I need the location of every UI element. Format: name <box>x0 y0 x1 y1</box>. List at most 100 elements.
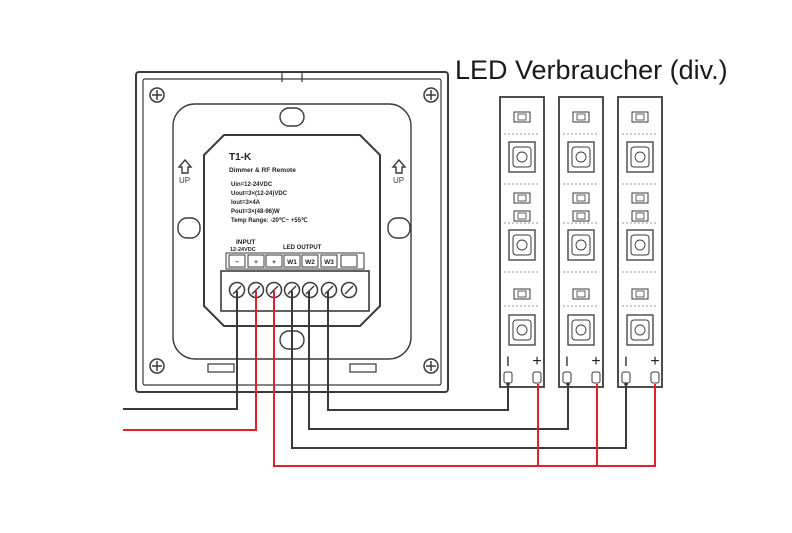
led-chip-icon <box>626 314 654 346</box>
strip-body <box>617 96 663 388</box>
wire-w1 <box>327 291 509 411</box>
up-label: UP <box>393 176 404 185</box>
corner-screw <box>423 87 439 103</box>
resistor-core <box>635 113 645 121</box>
resistor-icon <box>572 210 590 222</box>
resistor-core <box>635 194 645 202</box>
resistor-icon <box>572 192 590 204</box>
input-label: INPUT <box>236 239 256 246</box>
terminal-label: + <box>254 259 258 266</box>
resistor-core <box>576 212 586 220</box>
panel-top-tab <box>207 72 377 373</box>
led-chip-icon <box>567 141 595 173</box>
resistor-core <box>576 194 586 202</box>
mounting-slot-top <box>279 107 305 127</box>
led-chip-dot <box>516 151 528 163</box>
terminal-label-box <box>265 254 283 268</box>
strip-plus-label: + <box>650 353 659 370</box>
led-consumers-heading: LED Verbraucher (div.) <box>455 55 728 85</box>
terminal-label-row <box>225 252 365 270</box>
led-chip-dot <box>634 239 646 251</box>
terminal-screw-slot <box>251 285 261 295</box>
led-chip-icon <box>626 141 654 173</box>
spec-line: Iout=3×4A <box>231 200 261 206</box>
up-label: UP <box>179 176 190 185</box>
resistor-icon <box>631 111 649 123</box>
led-chip-icon <box>508 229 536 261</box>
led-chip-lens <box>571 234 591 256</box>
strip-body <box>558 96 604 388</box>
terminal-block <box>220 270 370 312</box>
terminal-screw-slot <box>287 285 297 295</box>
strip-body <box>499 96 545 388</box>
resistor-core <box>635 212 645 220</box>
led-chip-dot <box>575 151 587 163</box>
mounting-slot-left <box>177 217 201 239</box>
led-output-label: LED OUTPUT <box>283 245 322 251</box>
led-strips: I+I+I+ <box>499 96 663 388</box>
terminal-label-box <box>228 254 246 268</box>
terminal-label: W2 <box>305 259 315 266</box>
module-model: T1-K <box>229 152 252 163</box>
resistor-core <box>635 290 645 298</box>
terminal-label-box <box>340 254 358 268</box>
mounting-slot-right <box>387 217 411 239</box>
spec-line: Temp Range: -20℃~ +55℃ <box>231 217 308 224</box>
led-chip-dot <box>575 324 587 336</box>
led-chip-icon <box>508 314 536 346</box>
led-chip-icon <box>508 141 536 173</box>
solder-pad <box>532 371 542 384</box>
terminal-label: W3 <box>324 259 334 266</box>
led-chip-lens <box>630 319 650 341</box>
led-chip-lens <box>571 319 591 341</box>
spec-line: Pout=3×(48-96)W <box>231 209 280 215</box>
resistor-core <box>517 113 527 121</box>
wires-red <box>123 291 656 467</box>
resistor-core <box>576 113 586 121</box>
led-strip: I+ <box>499 96 545 388</box>
strip-minus-label: I <box>624 353 628 369</box>
resistor-core <box>576 290 586 298</box>
led-strip: I+ <box>617 96 663 388</box>
resistor-icon <box>513 192 531 204</box>
terminal-label-box <box>301 254 319 268</box>
terminal-label-box <box>283 254 301 268</box>
spec-line: Uin=12-24VDC <box>231 182 273 188</box>
strip-minus-label: I <box>565 353 569 369</box>
controller-module <box>203 134 381 327</box>
resistor-icon <box>513 210 531 222</box>
up-arrow-icon <box>177 158 193 174</box>
led-strip: I+ <box>558 96 604 388</box>
strip-plus-label: + <box>532 353 541 370</box>
corner-screw <box>149 358 165 374</box>
led-chip-lens <box>512 234 532 256</box>
led-chip-dot <box>634 324 646 336</box>
terminal-label: + <box>272 259 276 266</box>
resistor-icon <box>631 210 649 222</box>
wire-junctions <box>506 382 628 386</box>
resistor-core <box>517 290 527 298</box>
wire-w3 <box>291 291 627 449</box>
spec-line: Uout=3×(12-24)VDC <box>231 191 288 197</box>
terminal-screw-slot <box>232 285 242 295</box>
led-chip-dot <box>516 324 528 336</box>
led-chip-icon <box>567 314 595 346</box>
terminal-label-box <box>247 254 265 268</box>
terminal-label-box <box>320 254 338 268</box>
up-arrow-icon <box>391 158 407 174</box>
resistor-icon <box>631 192 649 204</box>
solder-pad <box>591 371 601 384</box>
resistor-icon <box>513 111 531 123</box>
led-chip-lens <box>630 146 650 168</box>
terminal-screw-slot <box>305 285 315 295</box>
terminal-screw-slot <box>324 285 334 295</box>
led-chip-dot <box>634 151 646 163</box>
resistor-icon <box>631 288 649 300</box>
wires-black <box>123 291 627 449</box>
corner-screw <box>423 358 439 374</box>
resistor-icon <box>572 288 590 300</box>
led-chip-lens <box>512 319 532 341</box>
terminal-label: − <box>235 259 239 266</box>
terminal-screw-slot <box>269 285 279 295</box>
